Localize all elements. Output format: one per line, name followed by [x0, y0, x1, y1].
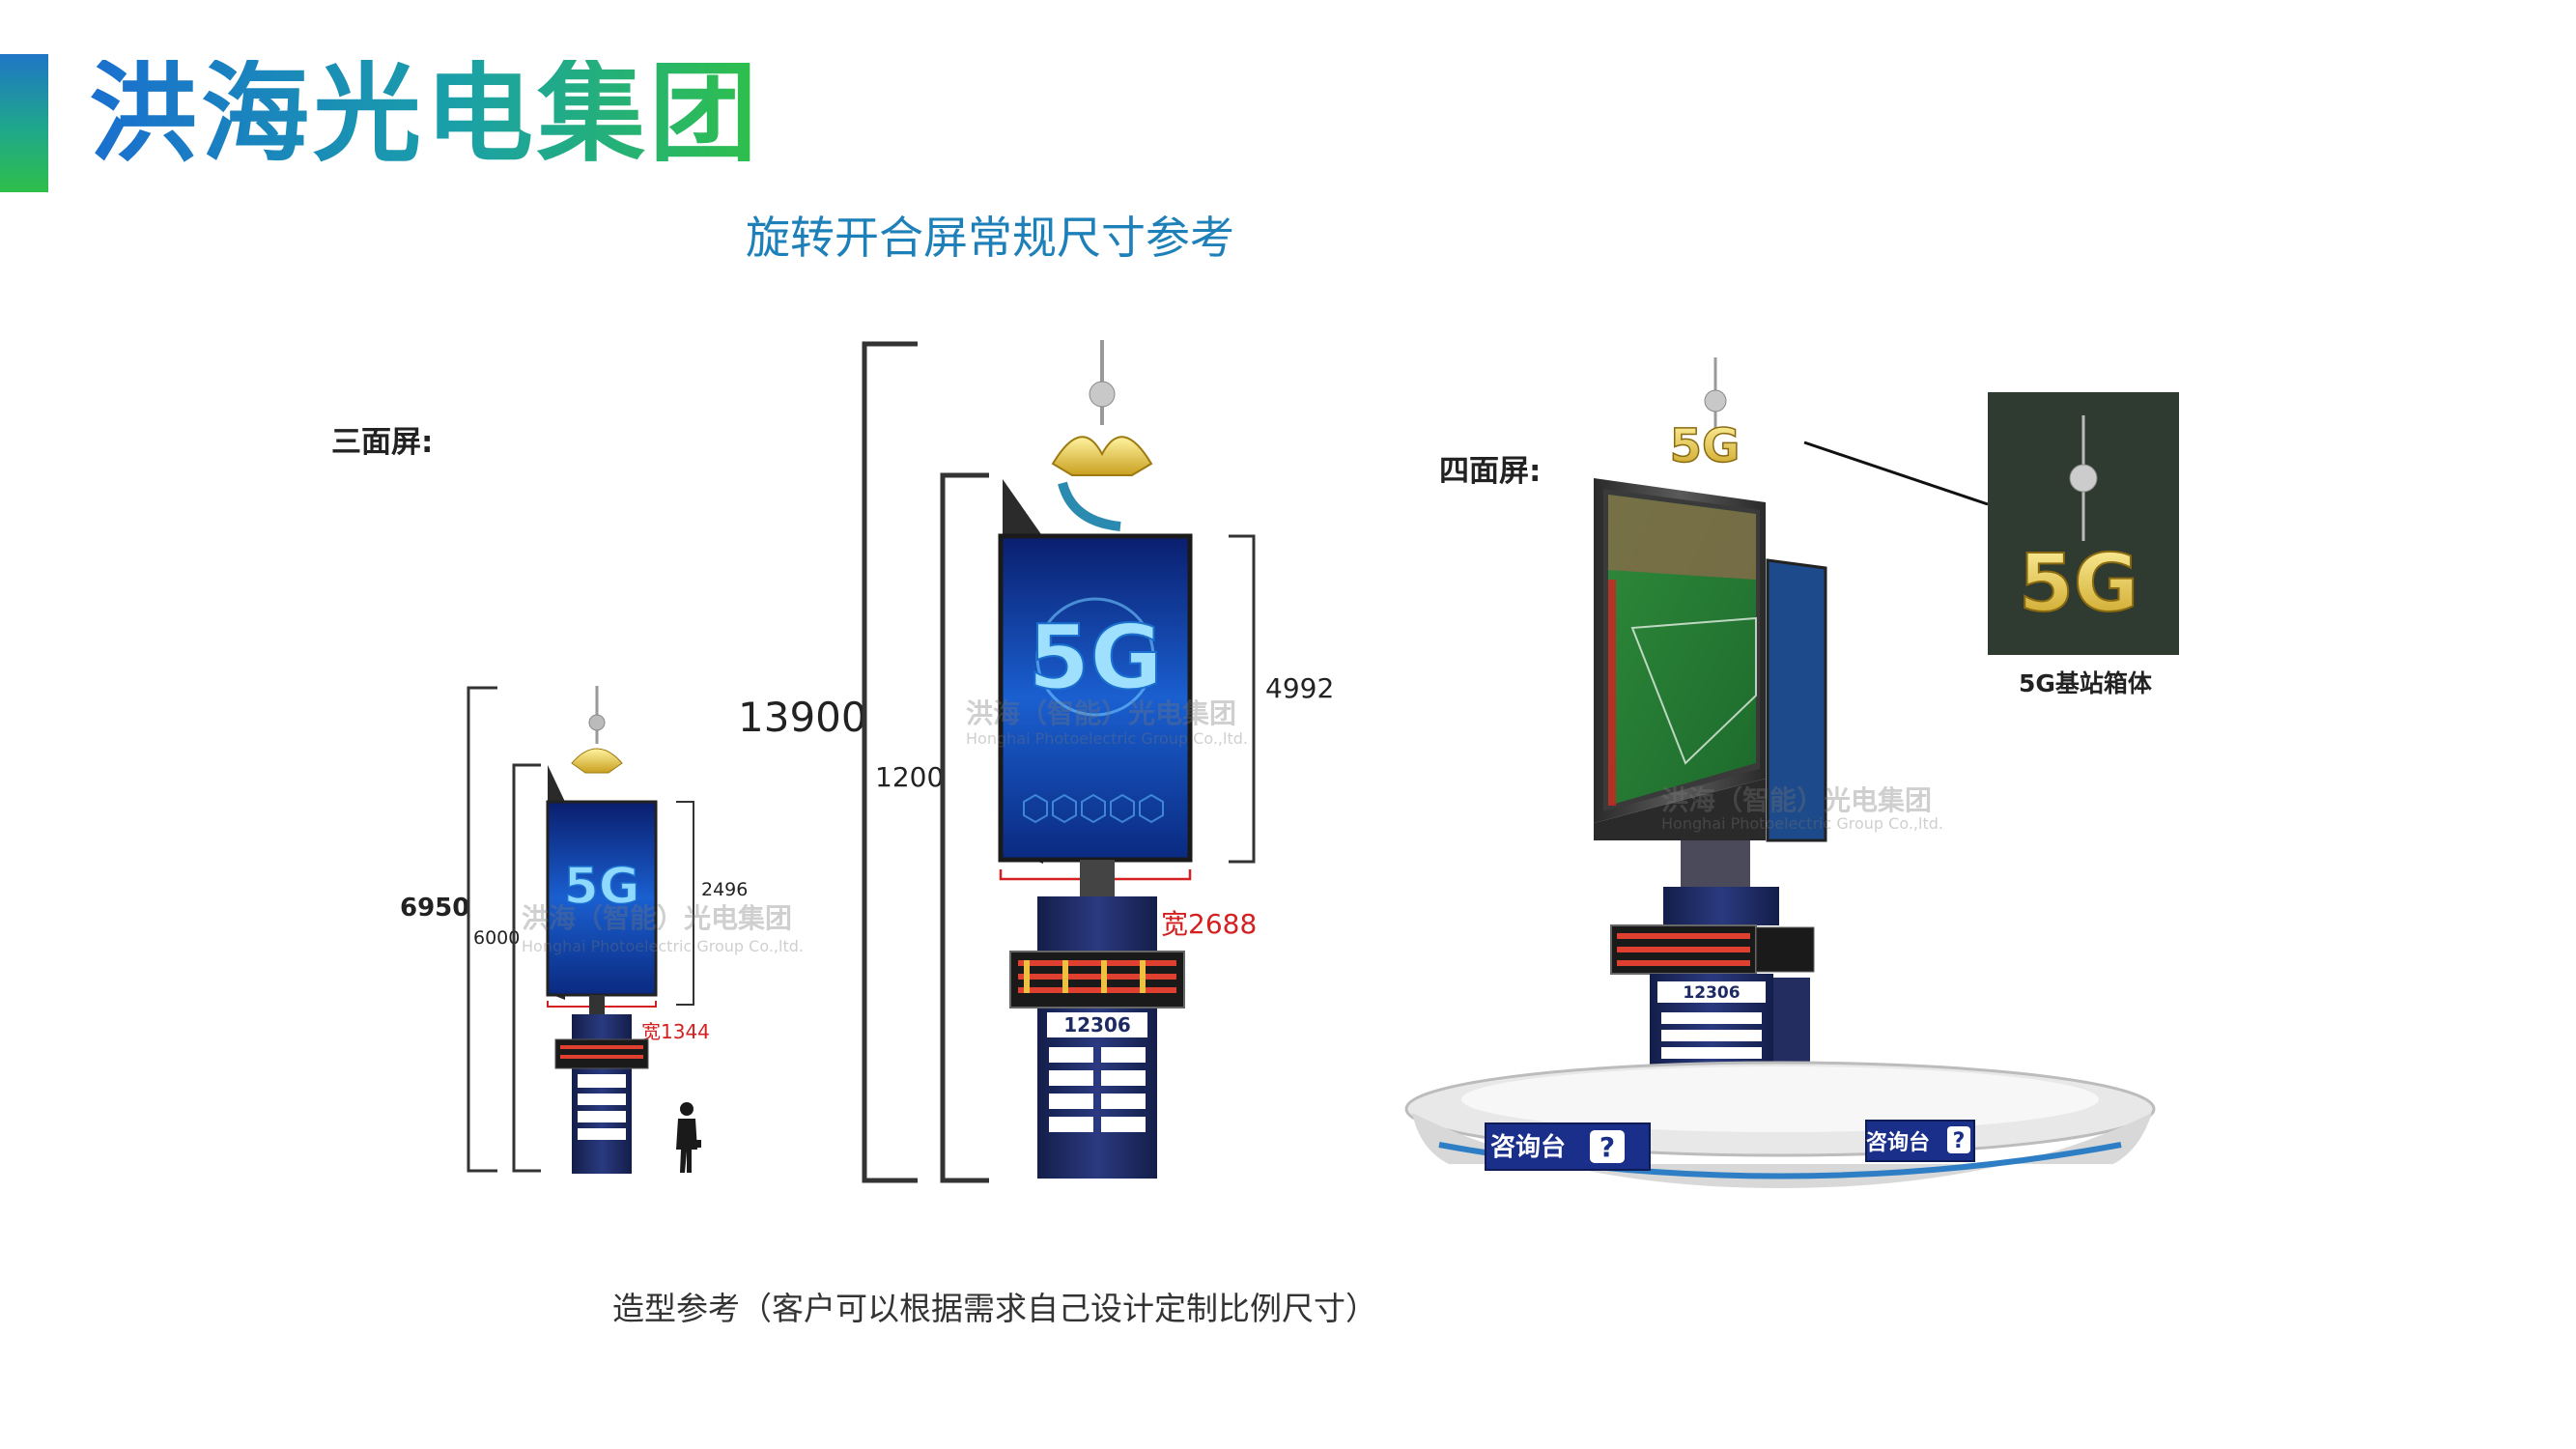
callout-5g-box: 5G	[1988, 392, 2179, 655]
watermark-en-3: Honghai Photoelectric Group Co.,ltd.	[1661, 814, 1943, 833]
watermark-cn-1: 洪海（智能）光电集团	[522, 902, 792, 934]
three-face-label: 三面屏:	[331, 425, 434, 460]
four-face-ticket-text: 12306	[1683, 983, 1740, 1003]
footer-note: 造型参考（客户可以根据需求自己设计定制比例尺寸）	[612, 1290, 1377, 1327]
brand-title: 洪海光电集团	[89, 51, 761, 177]
watermark-cn-2: 洪海（智能）光电集团	[966, 697, 1236, 729]
large-pole-height: 1200	[875, 761, 945, 793]
small-screen-5g-text: 5G	[564, 858, 640, 916]
watermark-en-1: Honghai Photoelectric Group Co.,ltd.	[522, 937, 804, 955]
large-totem: 5G 12306	[862, 340, 1256, 1183]
bracket-6000	[512, 763, 541, 1173]
three-face-totem: 5G	[467, 686, 701, 1174]
watermark-group: 洪海（智能）光电集团 Honghai Photoelectric Group C…	[522, 697, 1943, 955]
three-face-screen-height: 2496	[701, 879, 749, 900]
large-screen-width: 宽2688	[1161, 908, 1258, 940]
three-face-pole-height: 6000	[473, 927, 521, 949]
desk-sign-right-text: 咨询台	[1866, 1130, 1930, 1155]
four-face-totem: 5G 12306 咨询台 ? 咨询台	[1404, 357, 2156, 1188]
watermark-cn-3: 洪海（智能）光电集团	[1661, 784, 1932, 816]
three-face-total-height: 6950	[400, 894, 470, 923]
desk-sign-left-text: 咨询台	[1490, 1132, 1566, 1162]
large-ticket-text: 12306	[1063, 1013, 1131, 1037]
callout-5g-text: 5G	[2019, 538, 2138, 630]
four-face-5g-text: 5G	[1670, 419, 1741, 473]
bracket-1200	[940, 472, 989, 1183]
three-face-screen-width: 宽1344	[641, 1020, 710, 1043]
large-screen-5g-text: 5G	[1028, 606, 1163, 709]
bracket-6950	[467, 686, 497, 1173]
large-total-height: 13900	[738, 694, 867, 741]
bracket-13900	[862, 341, 918, 1183]
bracket-4992	[1229, 534, 1256, 864]
large-screen-height: 4992	[1265, 672, 1335, 704]
svg-text:?: ?	[1599, 1131, 1615, 1163]
callout-line	[1803, 440, 1989, 506]
header-accent-bar	[0, 54, 48, 192]
watermark-en-2: Honghai Photoelectric Group Co.,ltd.	[966, 729, 1248, 748]
callout-5g-box-label: 5G基站箱体	[2019, 669, 2152, 697]
bracket-2496	[676, 801, 694, 1006]
page-subtitle: 旋转开合屏常规尺寸参考	[746, 212, 1234, 264]
four-face-label: 四面屏:	[1439, 454, 1542, 489]
svg-text:?: ?	[1953, 1129, 1966, 1153]
